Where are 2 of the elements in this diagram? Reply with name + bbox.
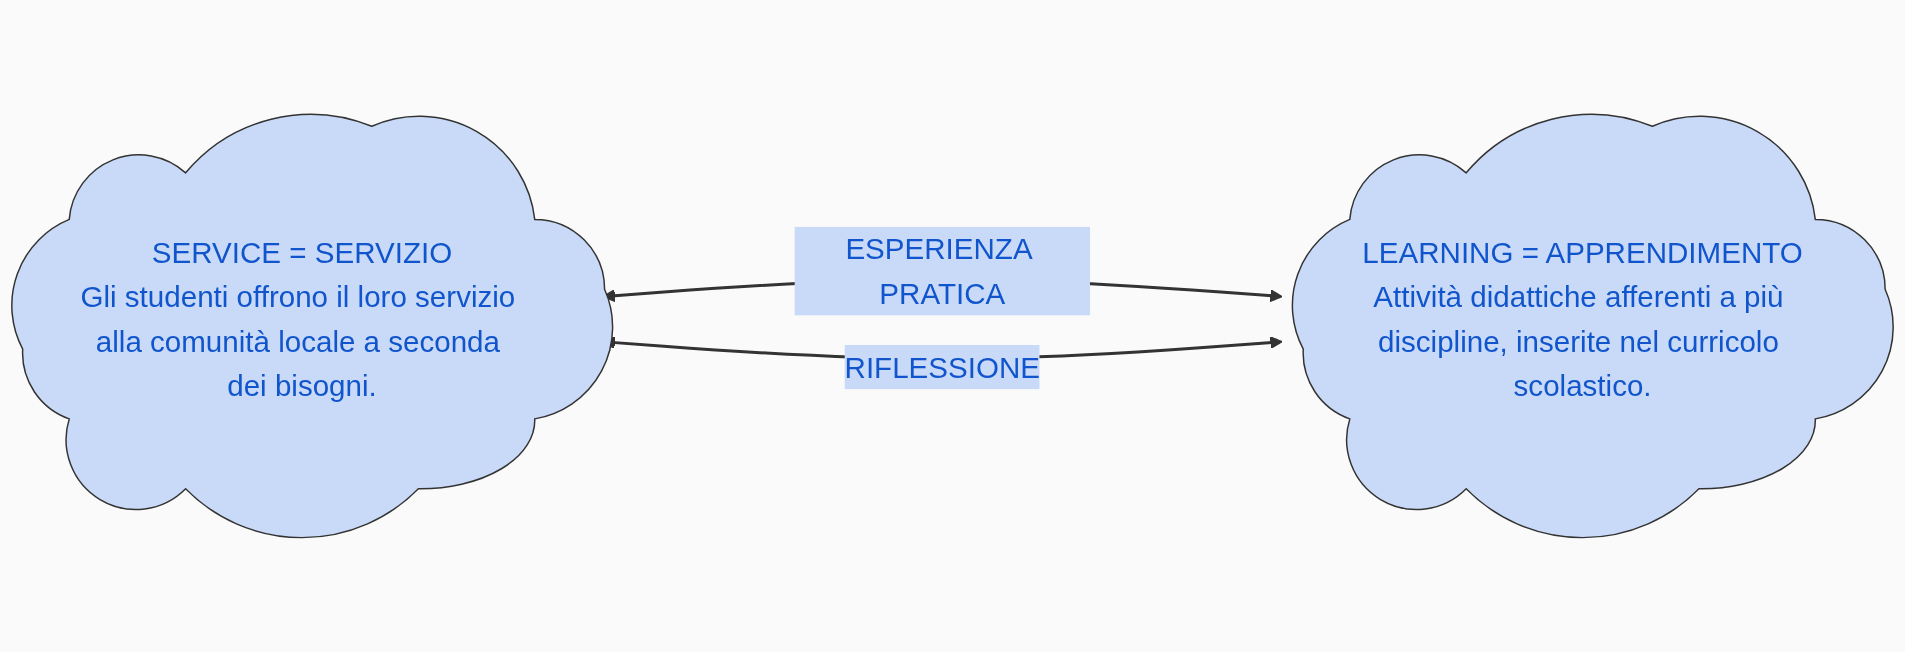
edge-label: RIFLESSIONE bbox=[844, 350, 1041, 384]
edge-label: ESPERIENZA PRATICA bbox=[845, 232, 1031, 310]
